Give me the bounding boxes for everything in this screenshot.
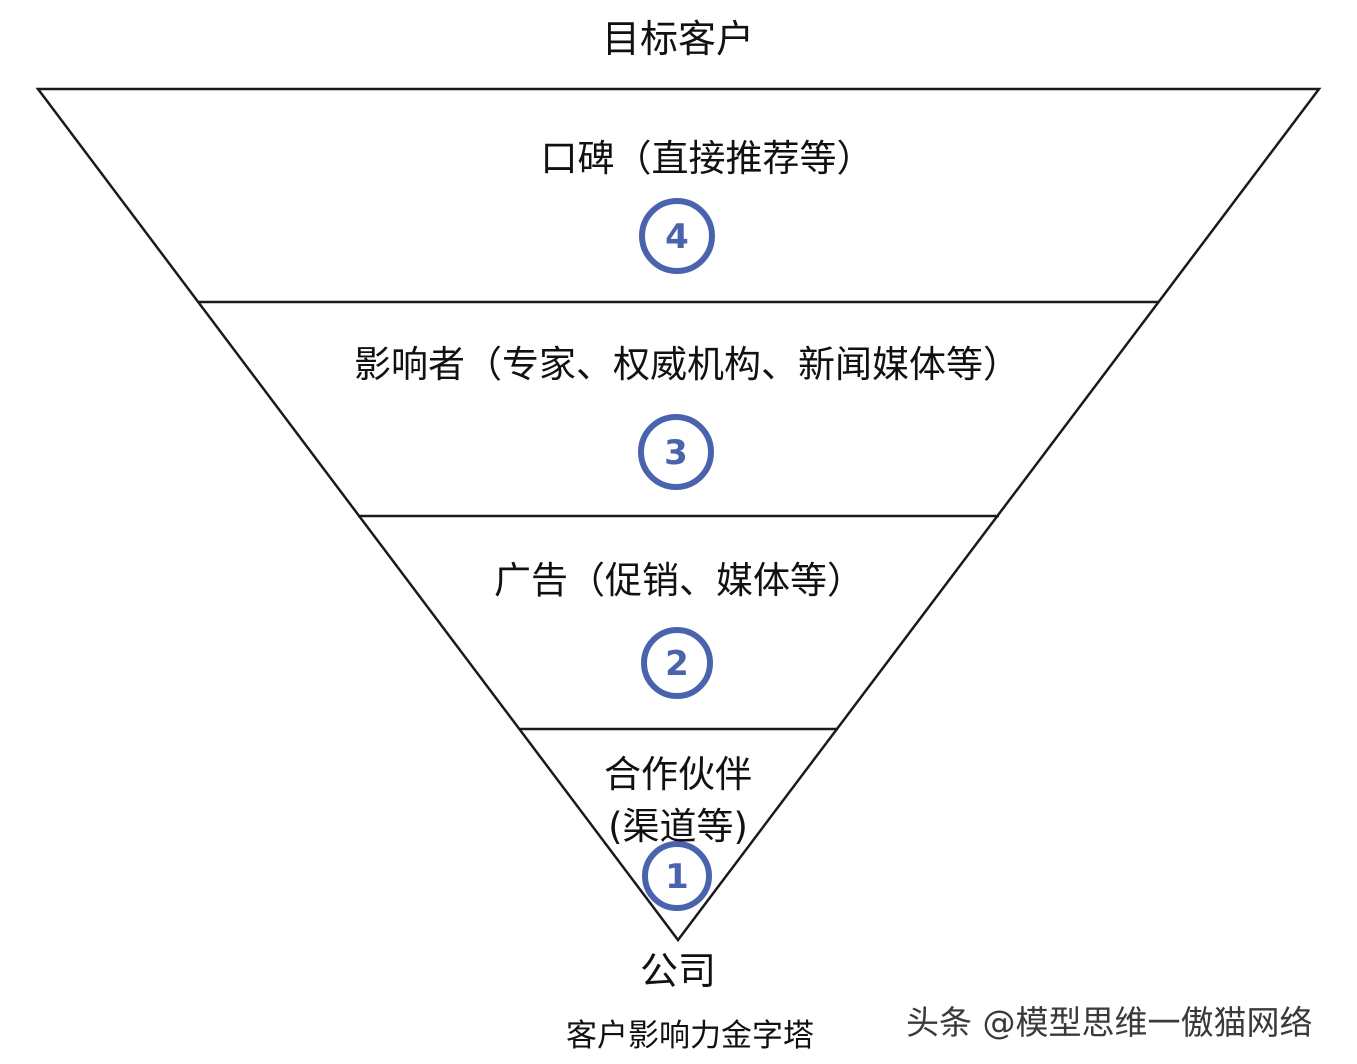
watermark: 头条 @模型思维一傲猫网络	[906, 1003, 1313, 1042]
diagram-title: 目标客户	[601, 17, 755, 61]
badge-4: 4	[639, 198, 715, 274]
diagram-caption: 客户影响力金字塔	[566, 1018, 814, 1054]
layer-3-label: 影响者（专家、权威机构、新闻媒体等）	[354, 343, 1020, 386]
layer-2-label: 广告（促销、媒体等）	[494, 559, 864, 602]
layer-4-label: 口碑（直接推荐等）	[540, 137, 874, 180]
badge-3: 3	[638, 414, 714, 490]
badge-1-number: 1	[665, 857, 689, 897]
badge-3-number: 3	[664, 433, 688, 473]
badge-1: 1	[642, 841, 712, 911]
badge-4-number: 4	[665, 217, 689, 257]
badge-2: 2	[641, 627, 713, 699]
layer-1-label-line2: (渠道等)	[608, 805, 748, 848]
badge-2-number: 2	[665, 644, 689, 684]
company-label: 公司	[639, 949, 717, 993]
layer-1-label-line1: 合作伙伴	[604, 753, 752, 796]
